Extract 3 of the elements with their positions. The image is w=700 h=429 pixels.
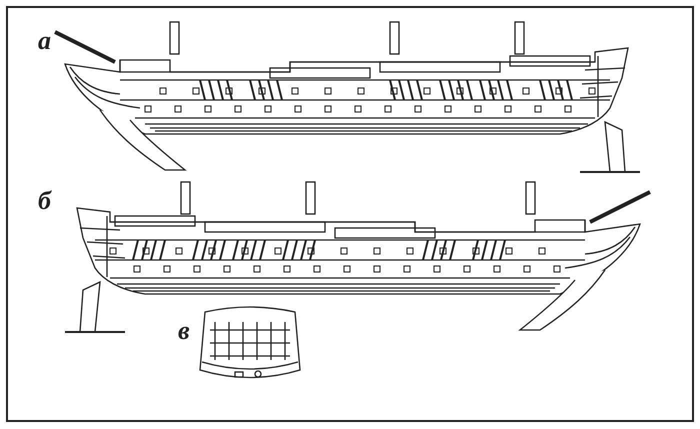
panel-letter: б [38,188,51,214]
panel-letter: в [178,318,190,344]
panel-letter: а [38,28,51,54]
